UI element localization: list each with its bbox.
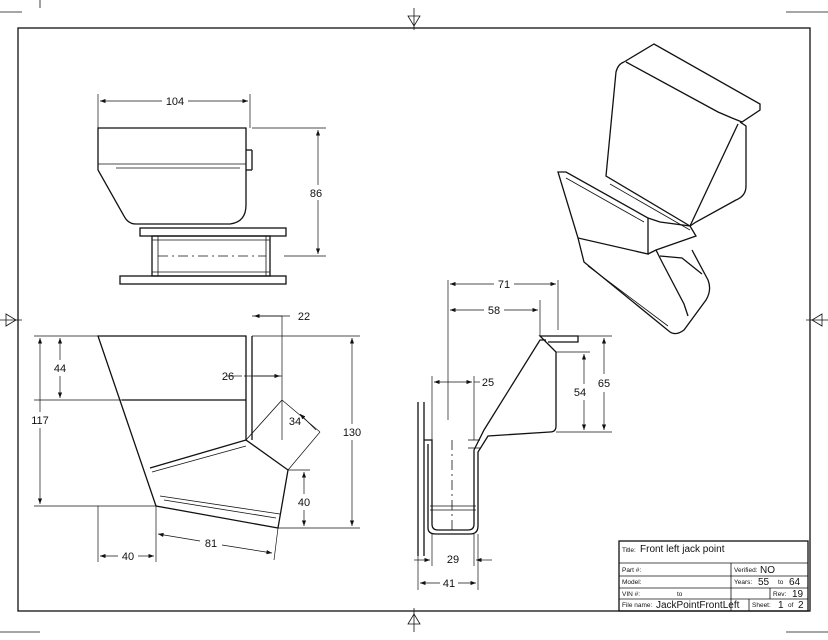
file-value: JackPointFrontLeft (656, 600, 740, 611)
sheet-label: Sheet: (752, 602, 771, 609)
dim-side-right-total: 130 (343, 427, 361, 439)
vin-to-label: to (677, 591, 683, 598)
dim-front-height: 86 (310, 188, 322, 200)
title-block (618, 540, 809, 612)
isometric-view (557, 43, 761, 335)
years-to: 64 (789, 577, 801, 588)
rev-label: Rev: (773, 591, 787, 598)
dim-end-bottom-inner: 29 (447, 554, 459, 566)
dim-end-65: 65 (598, 378, 610, 390)
dim-side-lower-right: 40 (298, 497, 310, 509)
verified-label: Verified: (734, 567, 758, 574)
dim-side-bottom: 81 (205, 538, 217, 550)
sheet-total: 2 (798, 600, 804, 611)
dim-end-inner: 25 (482, 377, 494, 389)
years-label: Years: (734, 579, 752, 586)
rev-value: 19 (792, 589, 804, 600)
center-mark-right (806, 313, 828, 327)
vin-label: VIN #: (622, 591, 640, 598)
dim-side-diag: 34 (289, 416, 301, 428)
dim-front-width: 104 (166, 96, 184, 108)
sheet-value: 1 (778, 600, 784, 611)
dim-side-total: 117 (31, 415, 49, 427)
title-label: Title: (622, 547, 636, 554)
center-mark-top (407, 8, 421, 30)
side-view (34, 313, 360, 562)
verified-value: NO (760, 565, 775, 576)
dim-side-inner: 26 (222, 371, 234, 383)
part-label: Part #: (622, 567, 641, 574)
title-value: Front left jack point (640, 544, 725, 555)
dim-end-top: 71 (498, 279, 510, 291)
dim-side-upper: 44 (54, 363, 66, 375)
center-mark-left (0, 313, 22, 327)
dim-end-54: 54 (574, 387, 586, 399)
years-to-label: to (778, 579, 784, 586)
front-view (97, 94, 326, 285)
file-label: File name: (622, 602, 653, 609)
model-label: Model: (622, 579, 642, 586)
dim-end-mid: 58 (488, 305, 500, 317)
years-from: 55 (758, 577, 770, 588)
dim-side-top: 22 (298, 311, 310, 323)
dim-side-bottom-left: 40 (122, 551, 134, 563)
sheet-of-label: of (788, 602, 794, 609)
end-view (414, 280, 612, 590)
dim-end-bottom-outer: 41 (443, 578, 455, 590)
center-mark-bottom (407, 608, 421, 632)
